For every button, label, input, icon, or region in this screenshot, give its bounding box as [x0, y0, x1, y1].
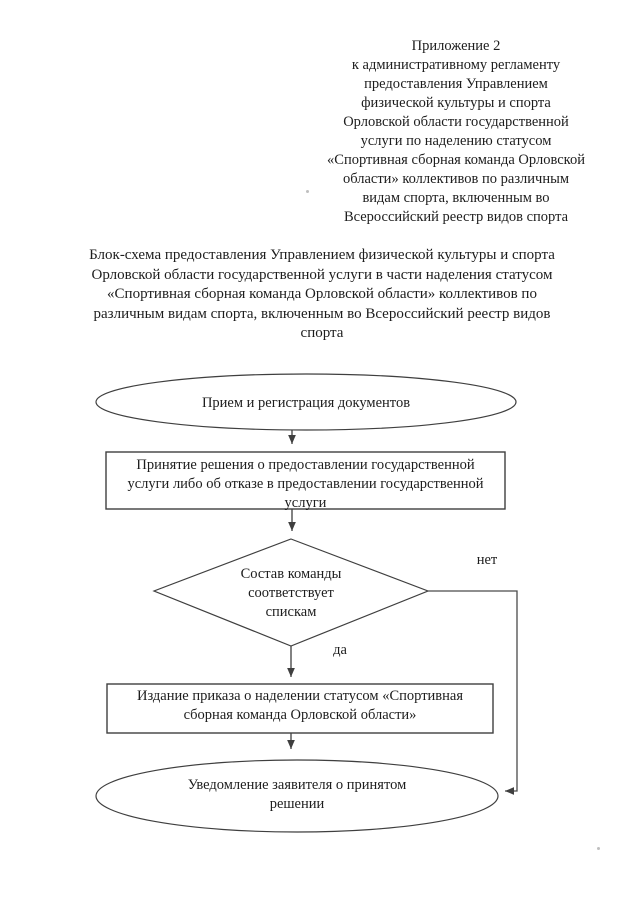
scan-speck	[597, 847, 600, 850]
appendix-note: Приложение 2 к административному регламе…	[327, 38, 585, 225]
decision-label: Состав команды соответствует спискам	[240, 566, 342, 620]
end-ellipse	[95, 759, 499, 833]
process1-rect	[105, 451, 506, 510]
branch-no-connector	[428, 590, 518, 795]
flowchart-title: Блок-схема предоставления Управлением фи…	[89, 247, 555, 341]
process2-rect	[106, 683, 494, 734]
process1-label: Принятие решения о предоставлении госуда…	[127, 457, 484, 511]
end-ellipse-label: Уведомление заявителя о принятом решении	[187, 777, 407, 812]
process2-label: Издание приказа о наделении статусом «Сп…	[136, 688, 464, 723]
start-ellipse-label: Прием и регистрация документов	[201, 395, 411, 411]
branch-no-label: нет	[476, 552, 498, 568]
branch-yes-label: да	[333, 642, 347, 658]
start-ellipse	[95, 373, 517, 431]
scan-speck	[306, 190, 309, 193]
